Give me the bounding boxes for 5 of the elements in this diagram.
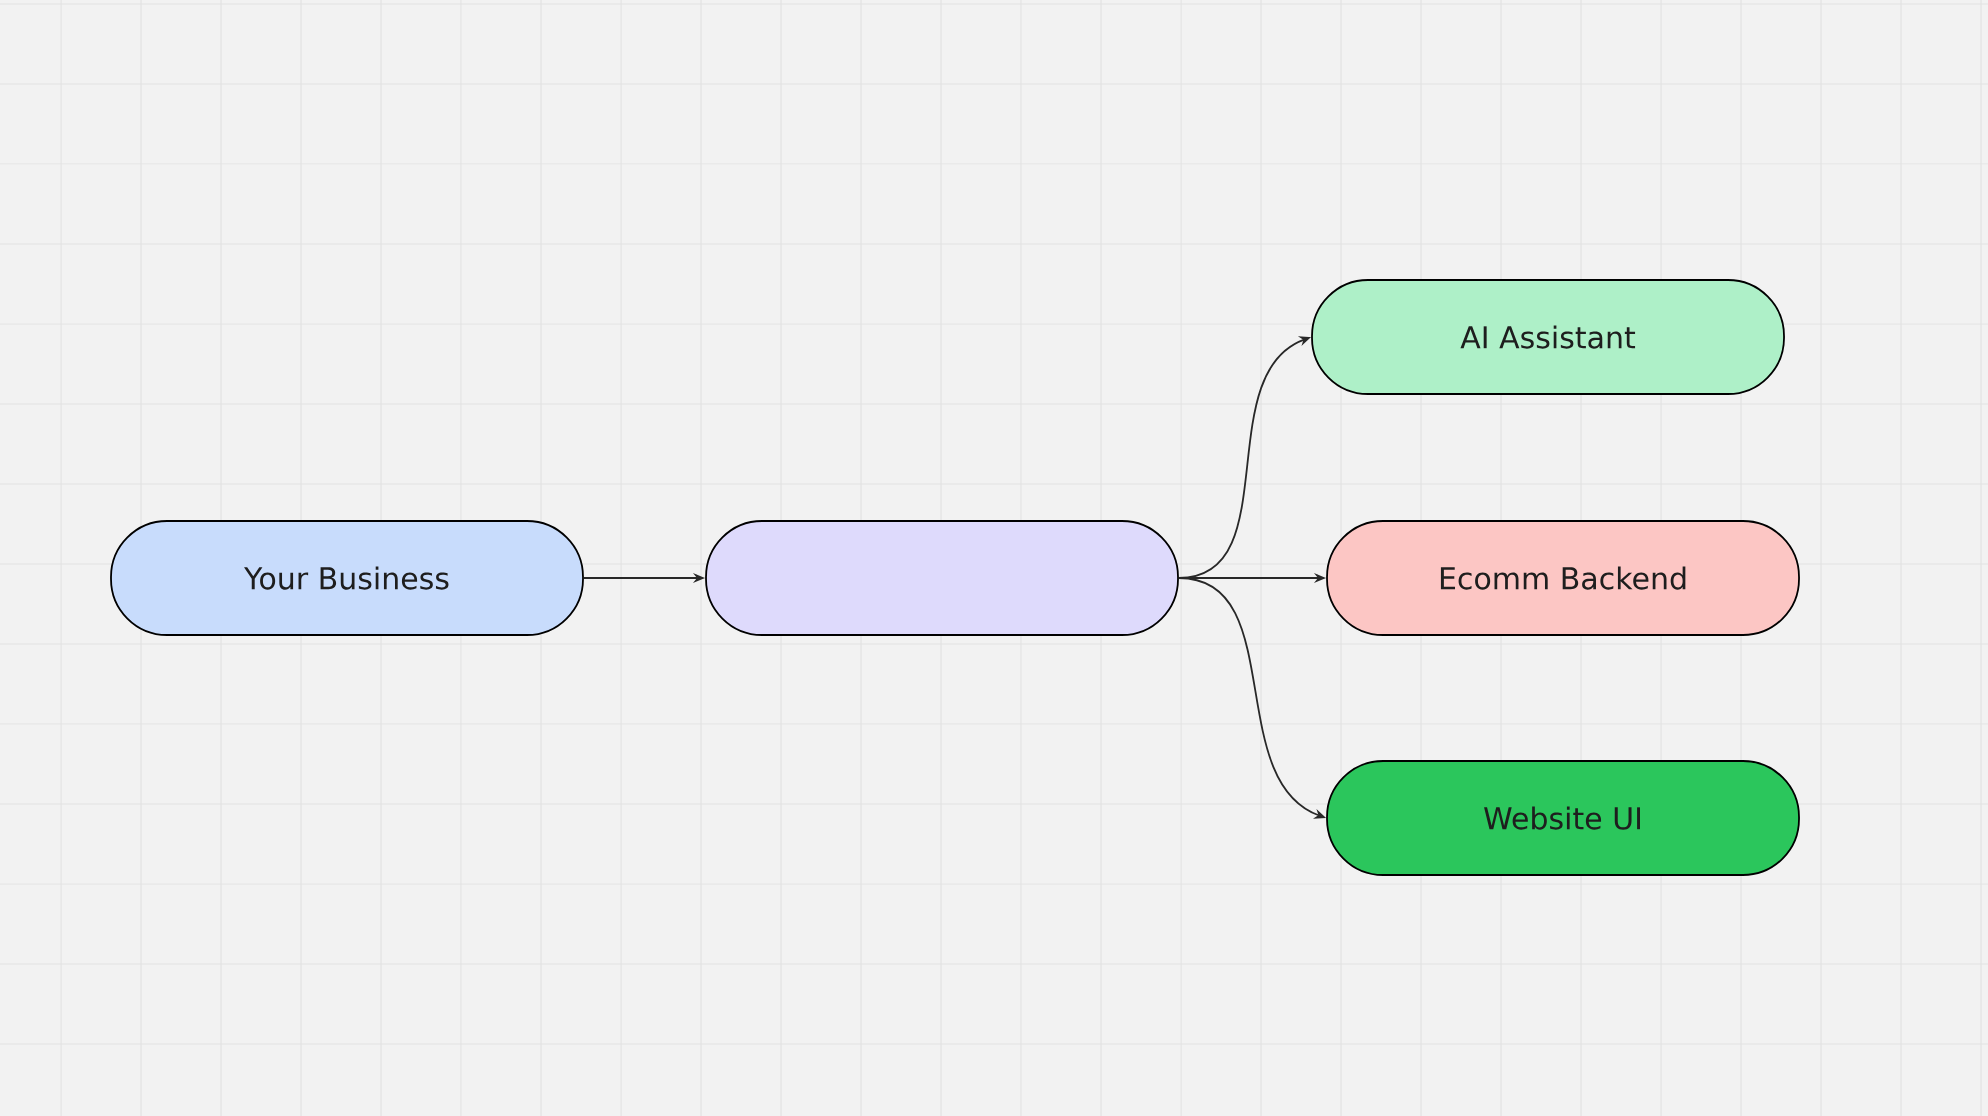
- pill-box: [705, 520, 1179, 636]
- pill-box: AI Assistant: [1311, 279, 1785, 395]
- pill-box: Your Business: [110, 520, 584, 636]
- pill-box: Website UI: [1326, 760, 1800, 876]
- pill-box: Ecomm Backend: [1326, 520, 1800, 636]
